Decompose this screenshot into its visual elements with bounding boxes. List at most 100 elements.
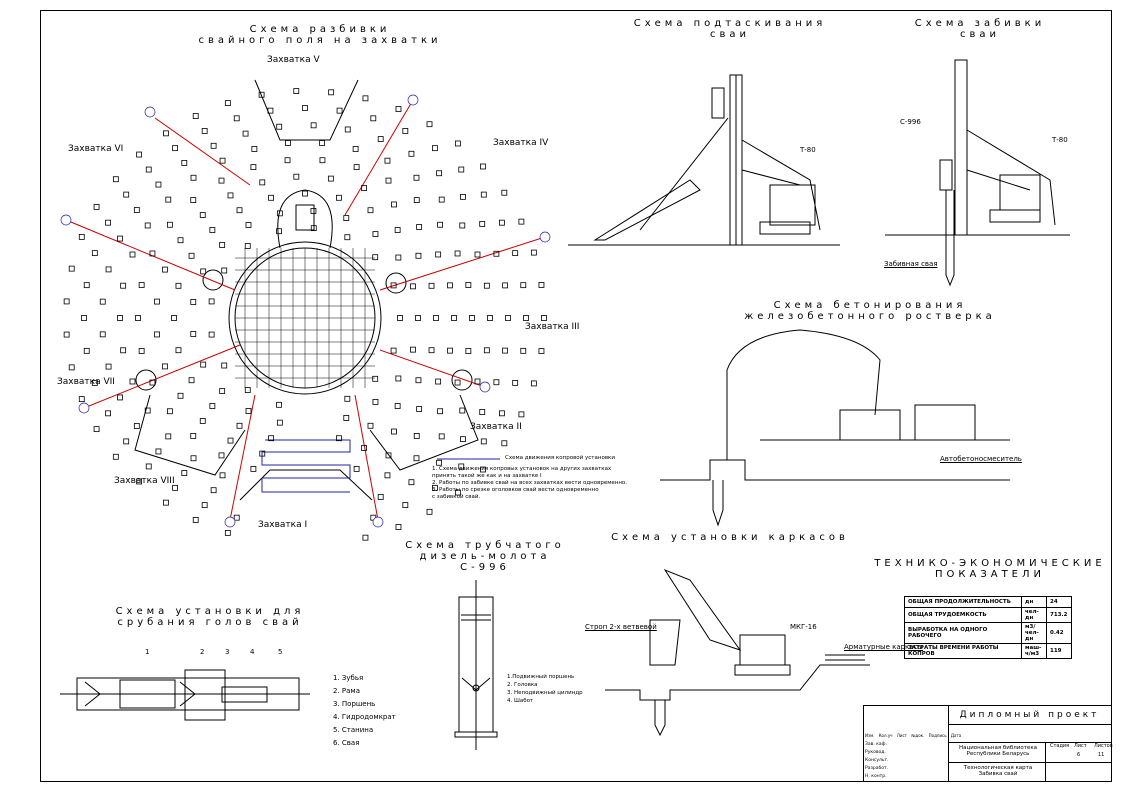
axis-marker <box>224 516 236 528</box>
pile-mark <box>199 212 206 218</box>
pile-mark <box>149 379 156 386</box>
pile-mark <box>328 89 335 96</box>
pile-mark <box>458 463 465 470</box>
axis-marker <box>372 516 384 528</box>
pile-mark <box>112 176 119 183</box>
pile-mark <box>201 502 208 508</box>
pile-mark <box>133 423 140 429</box>
pile-mark <box>209 227 216 233</box>
pile-mark <box>512 250 519 257</box>
pile-mark <box>244 243 251 249</box>
pile-mark <box>190 455 197 462</box>
legend-notes: 1. Схема движения копровых установок на … <box>432 466 628 500</box>
pile-mark <box>192 517 199 523</box>
axis-marker <box>144 106 156 118</box>
pile-mark <box>155 181 162 188</box>
pile-mark <box>410 283 416 290</box>
pile-mark <box>68 364 75 371</box>
pile-mark <box>302 190 308 197</box>
pile-mark <box>171 315 177 321</box>
pile-mark <box>63 298 70 305</box>
pile-mark <box>227 192 234 199</box>
pile-mark <box>136 478 143 485</box>
axis-marker <box>407 94 419 106</box>
pile-mark <box>384 472 391 479</box>
callout: 2 <box>200 648 205 656</box>
pile-mark <box>479 409 486 415</box>
pile-mark <box>479 221 486 227</box>
pile-mark <box>285 140 291 146</box>
pile-mark <box>83 282 90 289</box>
pile-mark <box>175 347 182 354</box>
pile-mark <box>258 91 265 98</box>
pile-mark <box>136 151 143 158</box>
pile-mark <box>144 222 151 229</box>
pile-mark <box>276 228 282 235</box>
pile-mark <box>138 282 145 288</box>
pile-mark <box>177 392 184 399</box>
pile-mark <box>370 115 377 122</box>
title-cage: Схема установки каркасов <box>611 532 849 543</box>
pile-mark <box>105 363 112 370</box>
pile-mark <box>166 408 173 415</box>
pile-mark <box>268 194 274 201</box>
stamp-stage: Стадия <box>1050 743 1070 749</box>
zone-label: Захватка IV <box>493 138 549 148</box>
pile-mark <box>310 225 317 232</box>
pile-mark <box>428 347 435 354</box>
pile-mark <box>218 177 225 184</box>
pile-mark <box>181 160 188 166</box>
pile-mark <box>413 455 420 462</box>
pile-mark <box>493 379 500 386</box>
pile-mark <box>117 235 123 242</box>
label-c996: С-996 <box>900 118 921 126</box>
hammer-scheme <box>454 580 498 750</box>
pile-mark <box>493 250 500 257</box>
pile-mark <box>343 415 350 421</box>
pile-field-plan <box>134 79 479 501</box>
pile-mark <box>221 362 228 369</box>
pile-mark <box>362 95 369 102</box>
pile-mark <box>395 524 402 530</box>
pile-mark <box>391 428 397 435</box>
pile-mark <box>487 315 493 321</box>
pile-mark <box>251 146 258 152</box>
pile-mark <box>172 145 178 152</box>
label-t80: Т-80 <box>800 146 816 154</box>
pile-mark <box>319 157 326 164</box>
pile-mark <box>384 157 391 164</box>
pile-mark <box>454 250 461 257</box>
pile-mark <box>219 242 226 248</box>
pile-mark <box>190 197 197 204</box>
pile-mark <box>512 379 519 386</box>
pile-mark <box>81 315 87 321</box>
pile-mark <box>129 378 136 385</box>
pile-mark <box>163 130 169 137</box>
pile-mark <box>319 140 325 146</box>
pile-mark <box>224 100 231 107</box>
pile-mark <box>117 394 123 401</box>
pile-mark <box>236 207 243 214</box>
pile-mark <box>385 452 392 459</box>
pile-mark <box>105 219 111 226</box>
pile-mark <box>447 282 453 289</box>
pile-mark <box>162 363 168 370</box>
stamp-sheets: 11 <box>1098 752 1105 758</box>
pile-mark <box>538 282 545 288</box>
pile-mark <box>344 395 351 402</box>
pile-mark <box>538 348 545 354</box>
pile-mark <box>135 315 141 321</box>
pile-mark <box>91 250 98 257</box>
pile-mark <box>188 252 195 259</box>
pile-mark <box>438 433 445 440</box>
pile-mark <box>501 440 508 447</box>
stamp-roles: Зав. каф.Руковод.Консульт.Разработ.Н. ко… <box>865 742 889 779</box>
pile-mark <box>394 403 401 409</box>
zone-label: Захватка VI <box>68 144 124 154</box>
pile-pulling-scheme <box>568 74 840 246</box>
